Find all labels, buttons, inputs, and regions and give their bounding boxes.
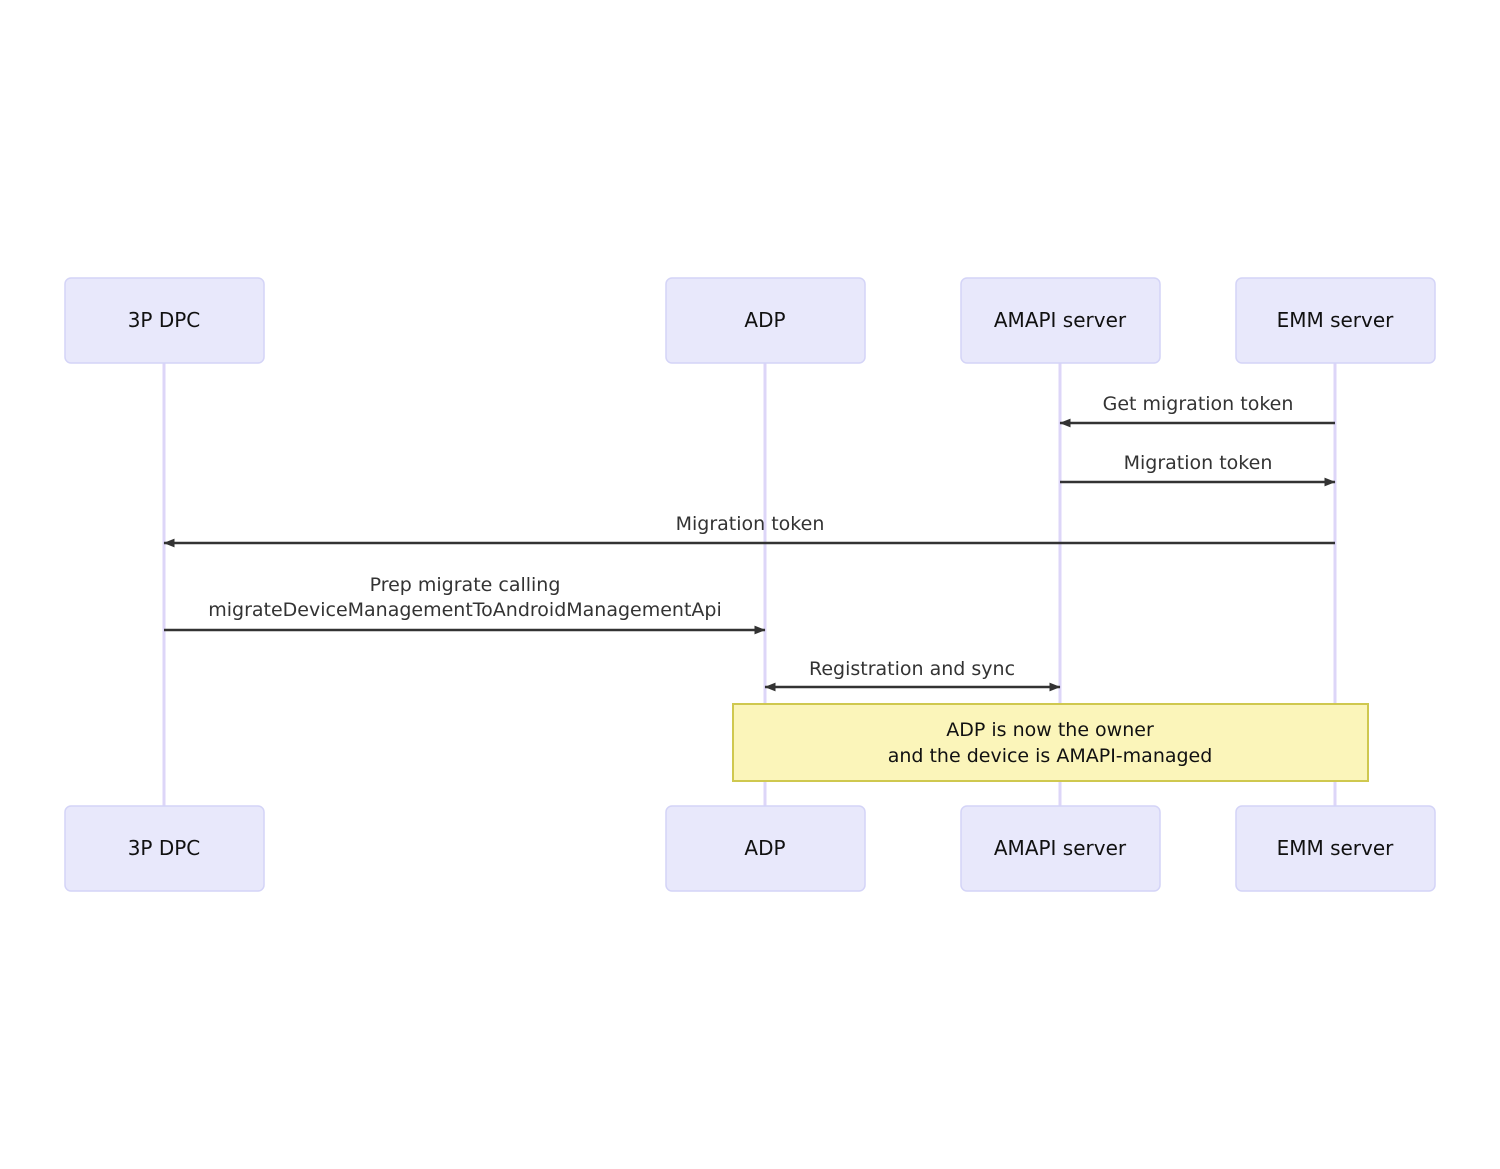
actor-emm-top[interactable]: EMM server <box>1235 277 1436 364</box>
actor-adp-top[interactable]: ADP <box>665 277 866 364</box>
message-label-line2: migrateDeviceManagementToAndroidManageme… <box>208 599 722 621</box>
note-group: ADP is now the owner and the device is AM… <box>732 703 1369 782</box>
actor-box <box>665 805 866 892</box>
actor-label: 3P DPC <box>128 308 201 332</box>
message-msg-get-migration-token[interactable]: Get migration token <box>1059 393 1335 428</box>
note-line-2: and the device is AMAPI-managed <box>888 745 1213 767</box>
message-msg-prep-migrate[interactable]: Prep migrate calling migrateDeviceManagem… <box>164 574 766 635</box>
actor-dpc-bottom[interactable]: 3P DPC <box>64 805 265 892</box>
message-label: Registration and sync <box>809 658 1015 680</box>
actor-amapi-top[interactable]: AMAPI server <box>960 277 1161 364</box>
actor-box <box>64 277 265 364</box>
message-msg-migration-token-emm[interactable]: Migration token <box>1060 452 1336 487</box>
actor-box <box>665 277 866 364</box>
message-label: Get migration token <box>1103 393 1294 415</box>
message-label: Migration token <box>1124 452 1273 474</box>
actor-label: EMM server <box>1277 308 1395 332</box>
actor-label: EMM server <box>1277 836 1395 860</box>
actor-box <box>960 277 1161 364</box>
actor-label: AMAPI server <box>994 308 1127 332</box>
actor-box <box>1235 805 1436 892</box>
message-label: Migration token <box>676 513 825 535</box>
note-line-1: ADP is now the owner <box>946 719 1154 741</box>
actor-emm-bottom[interactable]: EMM server <box>1235 805 1436 892</box>
message-msg-migration-token-dpc[interactable]: Migration token <box>163 513 1335 548</box>
actor-amapi-bottom[interactable]: AMAPI server <box>960 805 1161 892</box>
actor-dpc-top[interactable]: 3P DPC <box>64 277 265 364</box>
actor-box <box>960 805 1161 892</box>
actor-label: 3P DPC <box>128 836 201 860</box>
message-label: Prep migrate calling <box>370 574 561 596</box>
actor-box <box>1235 277 1436 364</box>
actor-label: AMAPI server <box>994 836 1127 860</box>
note-box <box>732 703 1369 782</box>
actor-adp-bottom[interactable]: ADP <box>665 805 866 892</box>
actor-label: ADP <box>744 836 785 860</box>
message-msg-registration-and-sync[interactable]: Registration and sync <box>764 658 1061 692</box>
actor-label: ADP <box>744 308 785 332</box>
actor-box <box>64 805 265 892</box>
